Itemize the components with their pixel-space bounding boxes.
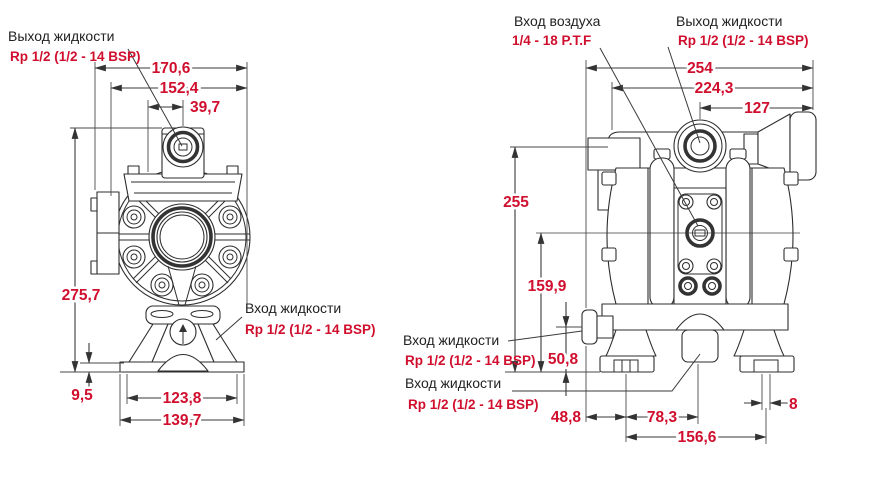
front-outlet-port [161,126,205,179]
dim-side-port-to-foot: 48,8 [551,409,582,426]
dim-side-centerline-height: 159,9 [528,278,567,295]
front-clamp [123,165,243,202]
dim-front-overall-width: 170,6 [152,60,191,77]
side-right-cap [751,167,794,305]
side-dimensions: 254 224,3 127 255 159,9 50,8 48,8 78,3 1… [403,13,814,449]
dim-front-port-offset: 39,7 [190,99,220,116]
dim-front-inner-width: 152,4 [160,80,199,97]
front-inlet-spec: Rp 1/2 (1/2 - 14 BSP) [245,322,376,337]
side-air-inlet-spec: 1/4 - 18 P.T.F [512,33,591,48]
side-base [581,303,795,373]
dim-side-body-width: 224,3 [695,80,734,97]
side-left-cap [606,167,649,305]
front-inlet-label: Вход жидкости [245,300,341,316]
dim-front-foot-span-inner: 123,8 [163,390,202,407]
dim-front-overall-height: 275,7 [62,287,101,304]
front-air-housing [90,191,120,275]
side-muffler [743,111,817,181]
dim-side-foot-to-center: 78,3 [647,409,678,426]
dim-front-foot-span-outer: 139,7 [163,412,202,429]
front-center-ring [148,203,216,271]
side-inlet1-spec: Rp 1/2 (1/2 - 14 BSP) [405,353,536,368]
dim-side-outlet-height: 255 [503,194,529,211]
side-inlet-port [581,309,598,345]
side-air-inlet-label: Вход воздуха [514,13,601,29]
front-base [119,265,245,373]
side-outlet-label: Выход жидкости [676,13,782,29]
dim-side-foot-spacing: 156,6 [678,429,717,446]
dim-front-foot-thickness: 9,5 [71,387,93,404]
side-outlet-spec: Rp 1/2 (1/2 - 14 BSP) [678,33,809,48]
front-outlet-spec: Rp 1/2 (1/2 - 14 BSP) [10,49,141,64]
side-view [536,111,817,373]
dim-side-foot-slot: 8 [789,396,798,413]
side-bottom-inlet-block [681,329,719,363]
side-inlet2-label: Вход жидкости [405,375,501,391]
front-dimensions: 170,6 152,4 39,7 275,7 9,5 123,8 139,7 В… [8,28,376,432]
side-inlet1-label: Вход жидкости [403,332,499,348]
side-cap-bolts [601,171,799,262]
dim-side-outlet-to-end: 127 [744,100,770,117]
dim-side-port-height: 50,8 [548,351,579,368]
side-inlet2-spec: Rp 1/2 (1/2 - 14 BSP) [408,397,539,412]
side-outlet-port [673,119,727,173]
side-center-body [673,187,727,305]
dim-side-overall-width: 254 [687,60,713,77]
front-view [90,126,251,373]
front-outlet-label: Выход жидкости [8,28,114,44]
